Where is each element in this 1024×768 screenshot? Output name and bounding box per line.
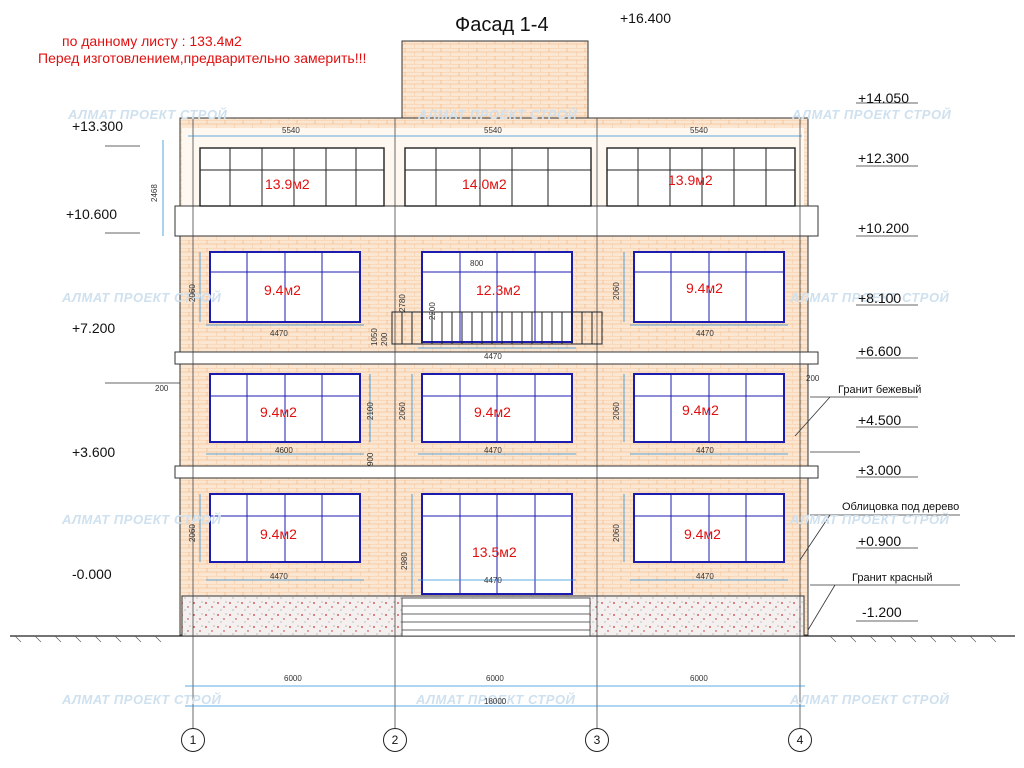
level-left: -0.000 — [72, 566, 112, 582]
level-right: +3.000 — [858, 462, 902, 478]
dim-label: 4470 — [484, 446, 502, 455]
dim-label: 2200 — [428, 302, 437, 320]
level-left: +13.300 — [72, 118, 123, 134]
dim-label: 2060 — [188, 284, 197, 302]
dim-label: 4470 — [270, 572, 288, 581]
watermark: АЛМАТ ПРОЕКТ СТРОЙ — [790, 692, 950, 707]
area-label: 12.3м2 — [476, 282, 521, 298]
floor3-mullions — [210, 252, 784, 342]
dim-label: 1050 — [370, 328, 379, 346]
dim-label: 2060 — [612, 282, 621, 300]
dim-label: 4470 — [484, 576, 502, 585]
watermark: АЛМАТ ПРОЕКТ СТРОЙ — [68, 107, 228, 122]
dim-label: 2780 — [398, 294, 407, 312]
level-right: -1.200 — [862, 604, 902, 620]
level-right: +0.900 — [858, 533, 902, 549]
dim-label: 900 — [366, 452, 375, 466]
watermark: АЛМАТ ПРОЕКТ СТРОЙ — [62, 692, 222, 707]
level-left: +7.200 — [72, 320, 116, 336]
slab-3 — [174, 351, 819, 365]
level-left: +10.600 — [66, 206, 117, 222]
area-label: 9.4м2 — [260, 526, 297, 542]
material-label: Гранит красный — [852, 572, 933, 584]
dim-label: 5540 — [690, 126, 708, 135]
area-label: 13.5м2 — [472, 544, 517, 560]
dim-label: 800 — [470, 259, 484, 268]
area-label: 9.4м2 — [260, 404, 297, 420]
axis-lines — [192, 118, 801, 730]
area-label: 9.4м2 — [686, 280, 723, 296]
page-title: Фасад 1-4 — [455, 14, 549, 36]
area-label: 9.4м2 — [682, 402, 719, 418]
dim-label: 200 — [806, 374, 820, 383]
ground-hatch — [14, 635, 997, 643]
watermark: АЛМАТ ПРОЕКТ СТРОЙ — [62, 290, 222, 305]
dimension-lines — [162, 135, 805, 707]
dim-label: 2980 — [400, 552, 409, 570]
dim-label: 2060 — [612, 402, 621, 420]
watermark: АЛМАТ ПРОЕКТ СТРОЙ — [62, 512, 222, 527]
axis-marker: 1 — [181, 728, 205, 752]
level-right: +8.100 — [858, 290, 902, 306]
level-right: +12.300 — [858, 150, 909, 166]
dim-label: 2468 — [150, 184, 159, 202]
level-ticks-left — [105, 145, 180, 384]
axis-marker: 2 — [383, 728, 407, 752]
entrance-stairs — [401, 597, 591, 637]
material-label: Облицовка под дерево — [842, 501, 960, 513]
level-ticks-right — [794, 102, 960, 631]
area-note: по данному листу : 133.4м2 — [62, 33, 242, 49]
dim-label: 6000 — [284, 674, 302, 683]
dim-label: 4470 — [696, 446, 714, 455]
dim-label: 4470 — [484, 352, 502, 361]
dim-label: 4470 — [696, 572, 714, 581]
dim-label: 2060 — [188, 524, 197, 542]
level-left: +3.600 — [72, 444, 116, 460]
watermark: АЛМАТ ПРОЕКТ СТРОЙ — [790, 290, 950, 305]
dim-label: 2060 — [612, 524, 621, 542]
axis-marker: 4 — [788, 728, 812, 752]
area-label: 13.9м2 — [668, 172, 713, 188]
dim-label: 4470 — [696, 329, 714, 338]
dim-label: 6000 — [690, 674, 708, 683]
roof-tower — [401, 40, 589, 122]
area-label: 13.9м2 — [265, 176, 310, 192]
dim-label: 200 — [380, 332, 389, 346]
area-label: 9.4м2 — [474, 404, 511, 420]
material-label: Гранит бежевый — [838, 384, 922, 396]
dim-label: 2100 — [366, 402, 375, 420]
level-right: +10.200 — [858, 220, 909, 236]
dim-label: 200 — [155, 384, 169, 393]
top-windows — [199, 147, 796, 207]
watermark: АЛМАТ ПРОЕКТ СТРОЙ — [418, 107, 578, 122]
dim-label: 4600 — [275, 446, 293, 455]
axis-marker: 3 — [585, 728, 609, 752]
watermark: АЛМАТ ПРОЕКТ СТРОЙ — [790, 512, 950, 527]
dim-label: 6000 — [486, 674, 504, 683]
floor2-mullions — [210, 374, 784, 442]
dim-label: 2060 — [398, 402, 407, 420]
level-right: +16.400 — [620, 10, 671, 26]
dim-label: 18000 — [484, 697, 507, 706]
area-label: 9.4м2 — [264, 282, 301, 298]
level-right: +4.500 — [858, 412, 902, 428]
watermark: АЛМАТ ПРОЕКТ СТРОЙ — [792, 107, 952, 122]
level-right: +6.600 — [858, 343, 902, 359]
level-right: +14.050 — [858, 90, 909, 106]
area-label: 9.4м2 — [684, 526, 721, 542]
floor1-mullions — [210, 494, 784, 594]
balcony-railing — [391, 311, 603, 345]
dim-label: 4470 — [270, 329, 288, 338]
dim-label: 5540 — [484, 126, 502, 135]
slab-2 — [174, 465, 819, 479]
area-label: 14.0м2 — [462, 176, 507, 192]
slab-top — [174, 205, 819, 237]
dim-label: 5540 — [282, 126, 300, 135]
watermark: АЛМАТ ПРОЕКТ СТРОЙ — [416, 692, 576, 707]
measure-warning: Перед изготовлением,предварительно замер… — [38, 50, 367, 66]
